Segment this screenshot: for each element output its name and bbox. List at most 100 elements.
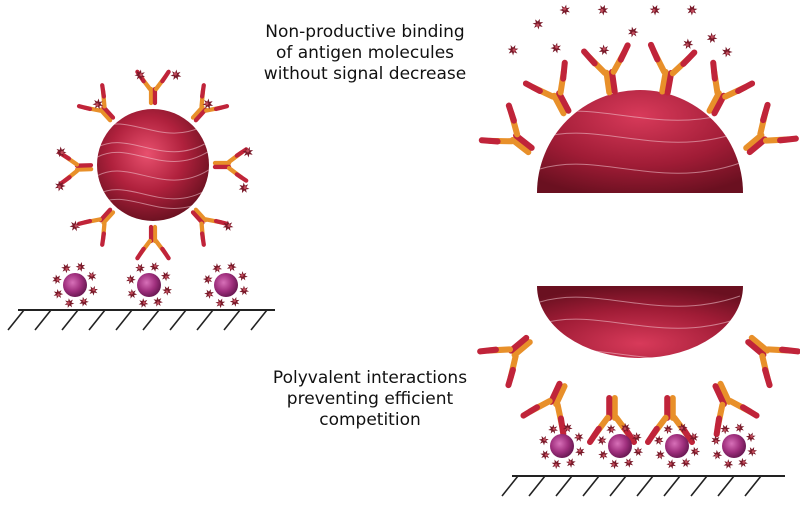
antigen [565, 458, 576, 468]
antigen [162, 286, 172, 296]
surface-target [538, 422, 585, 470]
antibody [477, 334, 533, 389]
antigen [550, 42, 561, 54]
antigen [747, 447, 758, 457]
antigen [690, 446, 701, 457]
antibody [712, 380, 760, 438]
antibody [581, 42, 631, 96]
antigen [548, 424, 558, 434]
antigen [722, 46, 733, 58]
antigen [92, 98, 104, 110]
antibody [190, 83, 230, 123]
antigen [202, 274, 213, 285]
target-core [214, 273, 238, 297]
antigen [738, 457, 748, 468]
antigen [238, 182, 250, 194]
bead-bottom-half [537, 286, 743, 358]
antigen [134, 69, 146, 81]
antigen [623, 458, 634, 468]
bead-left [97, 109, 209, 221]
antigen [562, 422, 573, 433]
antigen [573, 432, 584, 442]
antigen [711, 435, 721, 446]
surfaces [7, 309, 785, 497]
antigen [507, 44, 519, 56]
antigen [682, 38, 694, 50]
surface-target [52, 262, 98, 308]
antigen [551, 459, 562, 470]
surface-target [202, 261, 250, 309]
antigen [628, 26, 639, 38]
antigen [222, 220, 234, 232]
target-core [608, 434, 632, 458]
antibody [520, 380, 568, 438]
antigen [655, 449, 665, 460]
surface-target [126, 262, 172, 308]
antigen [649, 5, 661, 16]
caption-bottom-line-3: competition [319, 410, 421, 430]
surface-targets [52, 261, 758, 470]
antigen [55, 146, 67, 158]
antigen [575, 446, 585, 457]
antigen [689, 432, 699, 443]
antibody [76, 207, 116, 247]
caption-top-line-3: without signal decrease [263, 64, 467, 84]
antigen [677, 423, 688, 433]
antigen [53, 288, 64, 299]
target-core [722, 434, 746, 458]
antigen [666, 459, 676, 469]
antigen [606, 424, 617, 434]
antigen [86, 271, 97, 282]
target-core [665, 434, 689, 458]
surface-target [653, 423, 701, 469]
antibody [478, 102, 535, 156]
antigen [538, 435, 549, 446]
target-core [137, 273, 161, 297]
antigen [138, 298, 149, 308]
antigen [215, 298, 226, 309]
target-core [63, 273, 87, 297]
antibody [135, 69, 171, 106]
antigen [204, 289, 214, 299]
antigen [720, 424, 731, 435]
antigen [229, 296, 240, 307]
surface [501, 475, 785, 497]
antigen [598, 450, 608, 460]
antibody [212, 147, 249, 183]
antigen [663, 424, 674, 435]
antigen [723, 459, 734, 469]
antigen [54, 180, 66, 192]
surface-target [711, 423, 758, 469]
antigen [160, 271, 171, 282]
antigen [212, 263, 223, 273]
caption-bottom: Polyvalent interactions preventing effic… [250, 368, 490, 431]
antigen [239, 285, 250, 296]
antigen [559, 4, 570, 16]
antigen [64, 298, 75, 308]
antigen [632, 432, 642, 442]
antibody [706, 59, 756, 117]
caption-top-line-2: of antigen molecules [275, 43, 455, 63]
antigen [686, 5, 698, 16]
antibody [76, 83, 116, 123]
antigen [75, 262, 86, 272]
antigen [226, 261, 237, 272]
antibody [647, 41, 698, 96]
surface [7, 309, 275, 331]
target-core [550, 434, 574, 458]
antigen [238, 271, 248, 281]
antigen [532, 18, 544, 30]
antigen [135, 263, 145, 274]
antigen [598, 44, 610, 56]
antigen [706, 32, 718, 44]
antigen [653, 435, 664, 446]
antibody [57, 150, 94, 186]
antibody [745, 334, 800, 389]
antigen [149, 262, 160, 272]
antigens [54, 4, 733, 232]
antigen [633, 446, 644, 457]
antigen [745, 432, 756, 443]
caption-bottom-line-2: preventing efficient [286, 389, 454, 409]
antigen [597, 4, 609, 16]
